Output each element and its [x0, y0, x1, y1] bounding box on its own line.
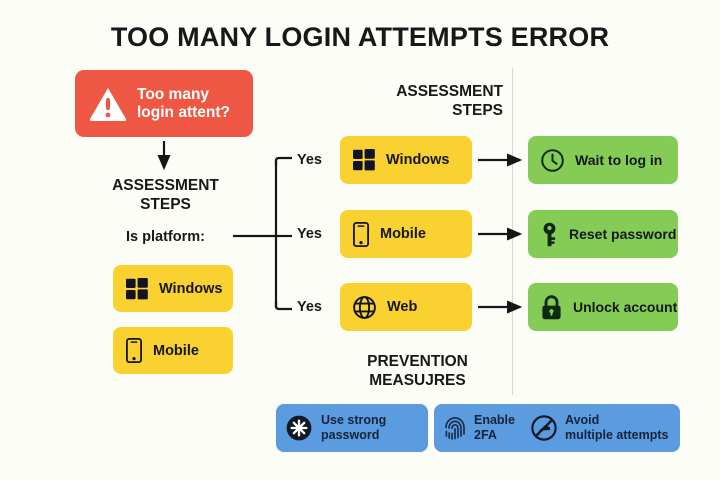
branch-label-yes-mobile: Yes [297, 226, 322, 242]
prevention-box-use-strong-password[interactable]: Use strong password [276, 404, 428, 452]
password-asterisk-icon [286, 415, 312, 441]
vertical-divider [512, 68, 513, 395]
branch-box-label: Windows [386, 152, 450, 168]
outcome-box-label: Reset password [569, 226, 677, 242]
windows-icon [353, 149, 375, 171]
outcome-box-unlock-account[interactable]: Unlock account [528, 283, 678, 331]
warning-triangle-icon [89, 87, 127, 121]
outcome-box-label: Unlock account [573, 299, 678, 315]
platform-option-label: Windows [159, 280, 223, 297]
branch-box-mobile[interactable]: Mobile [340, 210, 472, 258]
no-entry-icon [531, 415, 557, 441]
assessment-steps-heading-middle: ASSESSMENT STEPS [396, 83, 503, 119]
branch-box-label: Mobile [380, 226, 426, 242]
is-platform-label: Is platform: [126, 229, 205, 245]
prevention-box-group: Enable 2FA Avoid multiple attempts [434, 404, 680, 452]
outcome-box-wait-to-log-in[interactable]: Wait to log in [528, 136, 678, 184]
prevention-item-enable-2fa[interactable]: Enable 2FA [444, 413, 515, 443]
branch-box-windows[interactable]: Windows [340, 136, 472, 184]
platform-option-mobile[interactable]: Mobile [113, 327, 233, 374]
alert-text: Too many login attent? [137, 85, 230, 121]
fingerprint-icon [445, 417, 465, 440]
key-icon [543, 222, 556, 246]
prevention-measures-heading: PREVENTION MEASUJRES [367, 353, 468, 389]
branch-label-yes-windows: Yes [297, 152, 322, 168]
clock-icon [541, 148, 564, 172]
windows-icon [126, 277, 148, 299]
platform-option-label: Mobile [153, 342, 199, 359]
branch-box-web[interactable]: Web [340, 283, 472, 331]
page-title: TOO MANY LOGIN ATTEMPTS ERROR [110, 22, 610, 52]
prevention-item-avoid-multiple-attempts[interactable]: Avoid multiple attempts [531, 413, 669, 443]
mobile-phone-icon [126, 338, 142, 363]
outcome-box-label: Wait to log in [575, 152, 663, 168]
prevention-item-label: Enable 2FA [474, 413, 515, 442]
outcome-box-reset-password[interactable]: Reset password [528, 210, 678, 258]
globe-icon [353, 295, 376, 319]
mobile-phone-icon [353, 221, 369, 247]
prevention-box-label: Use strong password [321, 413, 387, 442]
branch-box-label: Web [387, 299, 418, 315]
platform-option-windows[interactable]: Windows [113, 265, 233, 312]
assessment-steps-heading-left: ASSESSMENT STEPS [112, 177, 219, 213]
branch-label-yes-web: Yes [297, 299, 322, 315]
prevention-item-label: Avoid multiple attempts [565, 413, 669, 442]
lock-icon [542, 294, 561, 319]
alert-card: Too many login attent? [75, 70, 253, 137]
